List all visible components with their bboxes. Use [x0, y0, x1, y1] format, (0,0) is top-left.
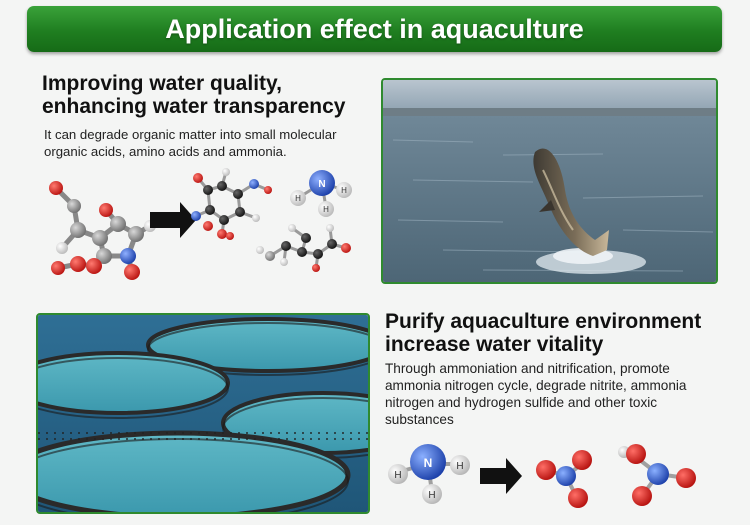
section1-text-line2: organic acids, amino acids and ammonia. — [44, 144, 287, 159]
nh3-h-label: H — [428, 490, 435, 501]
nitrification-diagram: N H H H — [388, 444, 696, 508]
section2-heading: Purify aquaculture environment increase … — [385, 310, 701, 356]
section1-heading: Improving water quality, enhancing water… — [42, 72, 345, 118]
fish-farm-cages-photo — [36, 313, 370, 514]
section2-text: Through ammoniation and nitrification, p… — [385, 360, 686, 428]
ammonia-n-label: N — [318, 179, 325, 190]
ammonia-h-label: H — [341, 186, 347, 195]
nh3-n-label: N — [424, 456, 433, 470]
fish-cage-rings — [38, 317, 368, 512]
nh3-h-label: H — [456, 461, 463, 472]
section1-text-line1: It can degrade organic matter into small… — [44, 127, 337, 142]
section2-text-line4: substances — [385, 412, 454, 427]
section2-text-line2: ammonia nitrogen cycle, degrade nitrite,… — [385, 378, 687, 393]
section1-heading-line2: enhancing water transparency — [42, 95, 346, 118]
section1-text: It can degrade organic matter into small… — [44, 126, 336, 160]
large-molecule-atoms — [49, 181, 156, 280]
amino-acid-atoms — [191, 168, 272, 240]
title-banner: Application effect in aquaculture — [27, 6, 722, 52]
ammonia-molecule-small: N H H H — [290, 170, 352, 217]
section1-heading-line1: Improving water quality, — [42, 72, 282, 95]
section2-text-line1: Through ammoniation and nitrification, p… — [385, 361, 670, 376]
section2-text-line3: nitrogen and hydrogen sulfide and other … — [385, 395, 658, 410]
section2-heading-line1: Purify aquaculture environment — [385, 310, 702, 333]
ammonia-h-label: H — [295, 194, 301, 203]
ammonia-h-label: H — [323, 205, 329, 214]
right-arrow-icon — [480, 458, 522, 494]
section2-heading-line2: increase water vitality — [385, 333, 604, 356]
right-arrow-icon — [150, 202, 196, 238]
nh3-h-label: H — [394, 470, 401, 481]
organic-acid-atoms — [256, 224, 351, 272]
jumping-fish-photo — [381, 78, 718, 284]
organic-molecule-degradation-diagram: N H H H — [49, 168, 352, 280]
page-title: Application effect in aquaculture — [165, 13, 584, 44]
